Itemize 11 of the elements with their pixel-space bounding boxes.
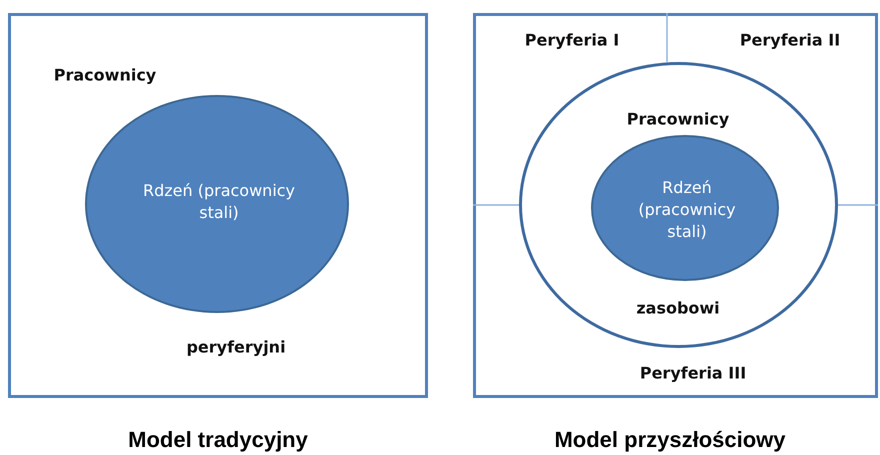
worker-group-label: peryferyjni [186, 338, 286, 356]
periphery-label: Peryferia I [524, 30, 620, 50]
model-caption: Model przyszłościowy [554, 427, 786, 453]
worker-group-label: Pracownicy [54, 66, 156, 84]
core-label: Rdzeń (pracownicy stali) [637, 177, 737, 243]
model-caption: Model tradycyjny [128, 427, 308, 453]
periphery-label: Peryferia II [740, 30, 840, 50]
core-label: Rdzeń (pracownicy stali) [142, 180, 296, 224]
periphery-label: Peryferia III [640, 364, 746, 382]
worker-group-label: zasobowi [636, 298, 720, 318]
worker-group-label: Pracownicy [626, 110, 730, 128]
